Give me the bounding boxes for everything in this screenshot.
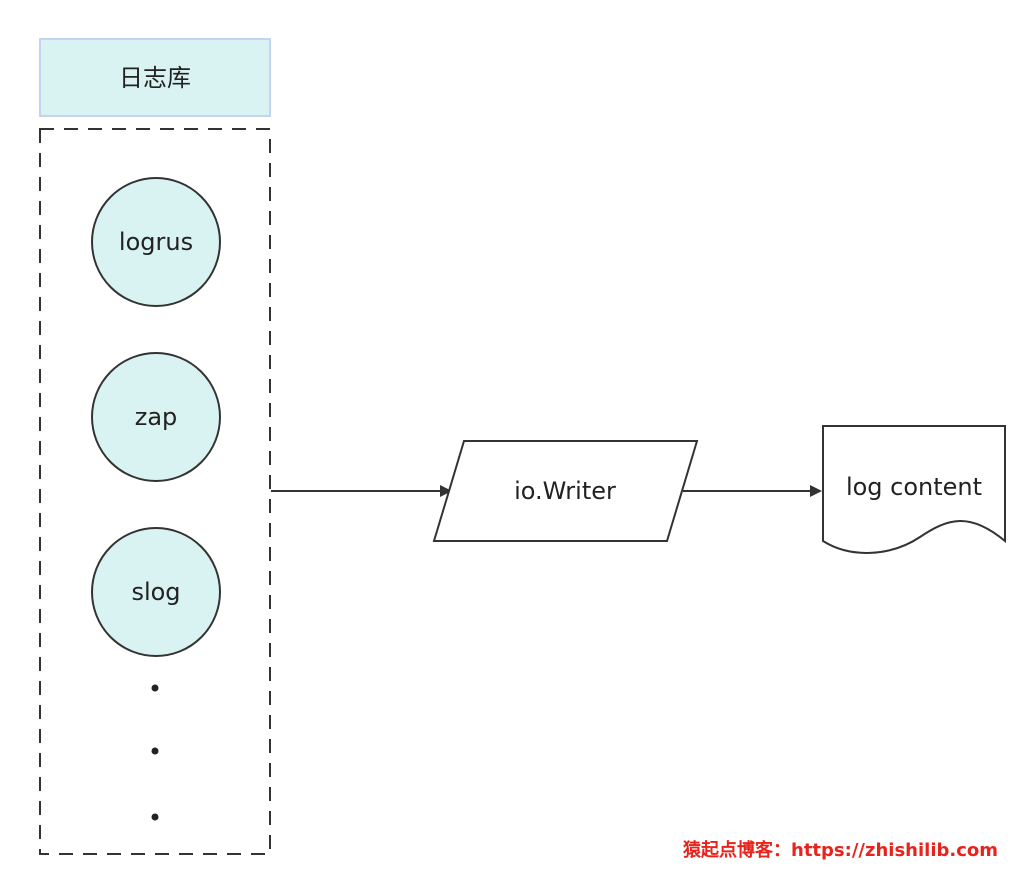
more-libraries-ellipsis (151, 684, 159, 821)
library-label: slog (131, 578, 180, 606)
library-node-slog: slog (91, 527, 221, 657)
library-group-title-box (39, 38, 271, 117)
library-label: logrus (119, 228, 193, 256)
writer-parallelogram (432, 440, 699, 542)
site-watermark: 猿起点博客：https://zhishilib.com (683, 840, 998, 861)
ellipsis-dot (151, 813, 159, 821)
document-shape (822, 425, 1006, 554)
library-group-title: 日志库 (119, 64, 191, 92)
library-node-logrus: logrus (91, 177, 221, 307)
library-group-header: 日志库 (39, 38, 271, 117)
library-label: zap (135, 403, 178, 431)
writer-node: io.Writer (432, 440, 699, 542)
writer-label: io.Writer (514, 477, 616, 505)
ellipsis-dot (151, 684, 159, 692)
document-label: log content (846, 473, 982, 501)
library-group-container (39, 128, 271, 855)
library-circle (91, 352, 221, 482)
ellipsis-dot (151, 747, 159, 755)
output-document-node: log content (822, 425, 1006, 554)
library-node-zap: zap (91, 352, 221, 482)
library-circle (91, 177, 221, 307)
library-circle (91, 527, 221, 657)
